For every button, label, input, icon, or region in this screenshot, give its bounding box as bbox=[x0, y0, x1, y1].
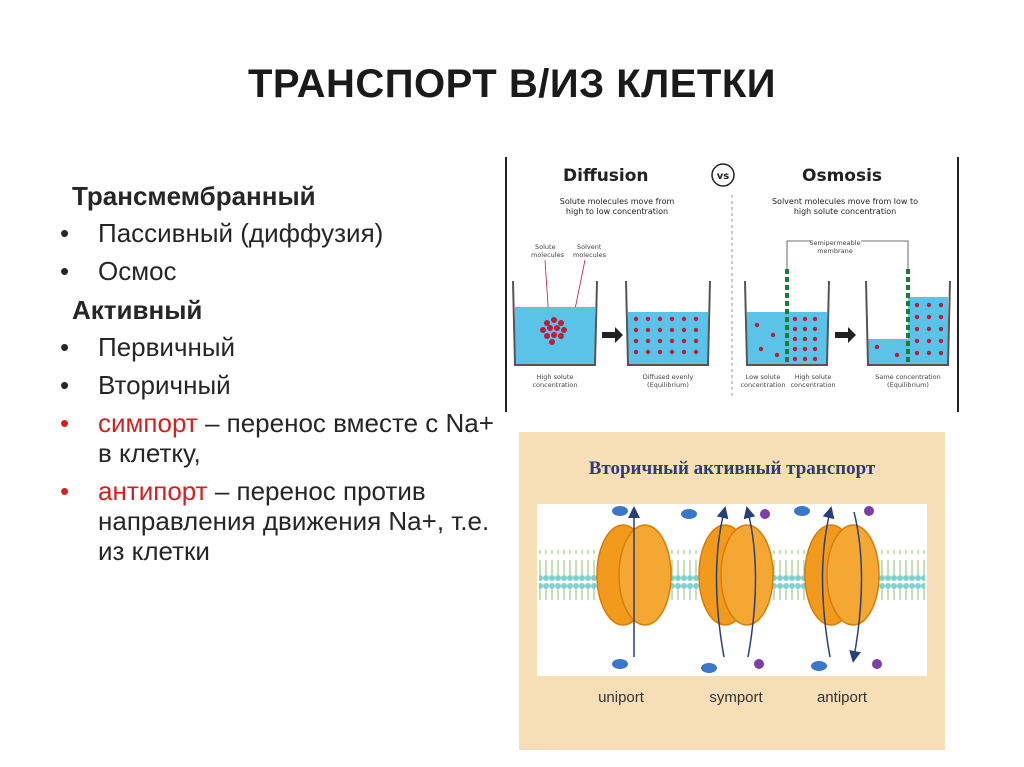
bullet-item: • антипорт – перенос против направления д… bbox=[56, 476, 506, 566]
molecule bbox=[811, 661, 827, 671]
symport-arrow-2 bbox=[743, 506, 757, 658]
bullet-text-primary: Первичный bbox=[98, 332, 236, 362]
ion bbox=[864, 506, 874, 516]
vs-badge bbox=[711, 163, 735, 187]
caption-low-line2: concentration bbox=[740, 381, 785, 389]
protein-half-right bbox=[720, 524, 774, 626]
bullet-dot: • bbox=[60, 218, 70, 248]
diffusion-title: Diffusion bbox=[563, 166, 649, 186]
outside-particles bbox=[612, 506, 874, 519]
antiport-protein bbox=[804, 506, 880, 663]
ion bbox=[754, 659, 764, 669]
uniport-label: uniport bbox=[598, 689, 645, 706]
caption-high2-line2: concentration bbox=[790, 381, 835, 389]
bullet-list-transmembrane: • Пассивный (диффузия) • Осмос bbox=[56, 218, 506, 286]
bullet-dot: • bbox=[60, 370, 70, 400]
bullet-item: • Осмос bbox=[56, 256, 506, 286]
bullet-dot: • bbox=[60, 256, 70, 286]
term-antiport: антипорт bbox=[98, 476, 208, 506]
protein-half-right bbox=[618, 524, 672, 626]
bullet-item: • симпорт – перенос вместе с Na+ в клетку… bbox=[56, 408, 506, 468]
slide-title: ТРАНСПОРТ В/ИЗ КЛЕТКИ bbox=[248, 62, 776, 106]
beaker-outline bbox=[625, 280, 711, 366]
bullet-dot: • bbox=[60, 476, 70, 506]
water-fill bbox=[628, 312, 708, 365]
low-side-molecules bbox=[754, 322, 780, 358]
osmosis-desc-line1: Solvent molecules move from low to bbox=[772, 197, 918, 206]
molecule bbox=[612, 506, 628, 516]
bullet-text-secondary: Вторичный bbox=[98, 370, 231, 400]
caption-high2-line1: High solute bbox=[795, 373, 832, 381]
term-symport: симпорт bbox=[98, 408, 198, 438]
diffusion-desc-line2: high to low concentration bbox=[566, 207, 668, 216]
section-heading-transmembrane: Трансмембранный bbox=[72, 181, 316, 211]
solvent-label-line1: Solvent bbox=[577, 243, 602, 251]
antiport-definition: – перенос против направления движения Na… bbox=[98, 476, 490, 566]
beaker-outline bbox=[744, 280, 830, 366]
membrane-label-line2: membrane bbox=[817, 247, 853, 255]
solute-label-line2: molecules bbox=[531, 251, 565, 259]
beaker-diffusion-equilibrium bbox=[625, 280, 711, 366]
caption-high-line1: High solute bbox=[537, 373, 574, 381]
antiport-arrow-out bbox=[849, 511, 863, 663]
vs-label: vs bbox=[717, 171, 730, 182]
symport-label: symport bbox=[709, 689, 763, 706]
bullet-text-osmosis: Осмос bbox=[98, 256, 177, 286]
diffused-molecules bbox=[633, 316, 699, 355]
antiport-arrow-in bbox=[821, 506, 835, 658]
text-block: Трансмембранный • Пассивный (диффузия) • О… bbox=[56, 180, 506, 574]
diffusion-osmosis-figure: Diffusion vs Osmosis Solute molecules mo… bbox=[505, 157, 960, 412]
beaker-osmosis-equilibrium bbox=[865, 269, 951, 366]
osmosis-title: Osmosis bbox=[802, 166, 882, 186]
arrow-diffusion bbox=[602, 327, 623, 343]
caption-same-line2: (Equilibrium) bbox=[887, 381, 929, 389]
arrow-osmosis bbox=[835, 327, 856, 343]
water-fill-low bbox=[868, 339, 908, 365]
molecule bbox=[701, 663, 717, 673]
osmosis-desc-line2: high solute concentration bbox=[794, 207, 896, 216]
ion bbox=[760, 509, 770, 519]
secondary-transport-title: Вторичный активный транспорт bbox=[588, 458, 876, 479]
beaker-outline bbox=[865, 280, 951, 366]
solute-cluster bbox=[540, 317, 567, 345]
inside-particles bbox=[612, 659, 882, 673]
membrane-label-line1: Semipermeable bbox=[809, 239, 860, 247]
protein-half-right bbox=[826, 524, 880, 626]
bullet-dot: • bbox=[60, 408, 70, 438]
high-side-molecules bbox=[792, 316, 818, 362]
caption-low-line1: Low solute bbox=[746, 373, 781, 381]
molecule bbox=[794, 506, 810, 516]
bullet-item: • Первичный bbox=[56, 332, 506, 362]
uniport-protein bbox=[596, 506, 672, 657]
symport-definition: – перенос вместе с Na+ в клетку, bbox=[98, 408, 494, 468]
equilibrium-molecules bbox=[874, 302, 944, 358]
caption-same-line1: Same concentration bbox=[875, 373, 941, 381]
caption-diffused-line1: Diffused evenly bbox=[643, 373, 694, 381]
bullet-item: • Пассивный (диффузия) bbox=[56, 218, 506, 248]
symport-protein bbox=[698, 506, 774, 658]
solvent-label-line2: molecules bbox=[573, 251, 607, 259]
diffusion-desc-line1: Solute molecules move from bbox=[560, 197, 675, 206]
bullet-text-passive: Пассивный (диффузия) bbox=[98, 218, 384, 248]
transport-diagram: uniport symport antiport bbox=[537, 504, 927, 706]
molecule bbox=[612, 659, 628, 669]
ion bbox=[872, 659, 882, 669]
antiport-label: antiport bbox=[817, 689, 868, 706]
section-heading-active: Активный bbox=[72, 295, 203, 325]
caption-diffused-line2: (Equilibrium) bbox=[647, 381, 689, 389]
beaker-outline bbox=[512, 280, 598, 366]
bullet-dot: • bbox=[60, 332, 70, 362]
solute-label-line1: Solute bbox=[535, 243, 556, 251]
symport-arrow-1 bbox=[715, 506, 729, 658]
bullet-list-active: • Первичный • Вторичный • симпорт – перенос… bbox=[56, 332, 506, 566]
molecule bbox=[681, 509, 697, 519]
bullet-item: • Вторичный bbox=[56, 370, 506, 400]
secondary-transport-figure: Вторичный активный транспорт bbox=[519, 432, 945, 750]
beaker-diffusion-start bbox=[512, 280, 598, 366]
membrane-pointer-left bbox=[786, 240, 811, 269]
beaker-osmosis-start bbox=[744, 269, 830, 366]
diffusion-osmosis-diagram: Diffusion vs Osmosis Solute molecules mo… bbox=[505, 157, 959, 412]
membrane-pointer-right bbox=[861, 240, 909, 269]
caption-high-line2: concentration bbox=[532, 381, 577, 389]
